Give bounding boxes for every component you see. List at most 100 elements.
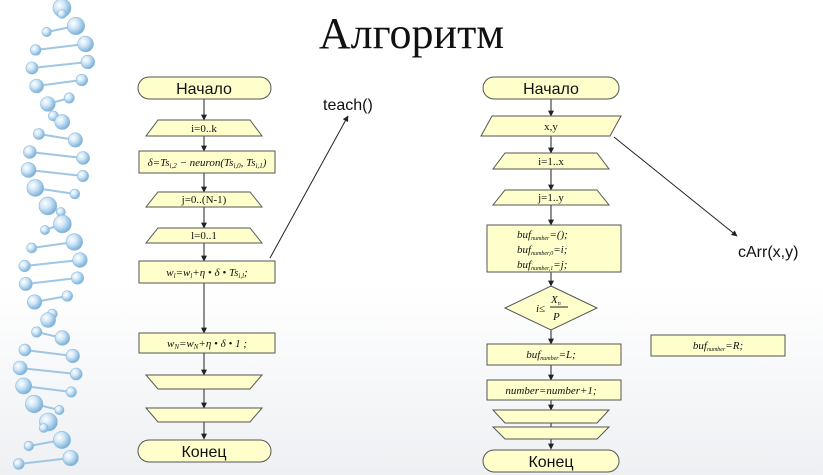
right-start-terminal	[482, 76, 620, 100]
right-buffer-R-formula: bufnumber=R;	[693, 340, 743, 353]
right-carr-arrow	[613, 136, 738, 237]
dna-bead	[62, 449, 79, 467]
left-loop-i-label: i=0..k	[191, 123, 217, 135]
dna-bead	[27, 294, 43, 310]
right-buffer-line-2: bufnumber,0=i;	[517, 244, 567, 257]
right-buffer-line-1: bufnumber=();	[517, 229, 568, 242]
dna-rung	[20, 367, 77, 375]
right-condition-numerator: Xn	[550, 294, 561, 307]
left-loop-end-1	[144, 374, 264, 390]
dna-rung	[28, 169, 84, 177]
right-start-label: Начало	[523, 81, 579, 98]
dna-bead	[23, 440, 34, 452]
dna-bead	[12, 360, 28, 376]
dna-rung	[29, 151, 84, 159]
dna-bead	[65, 233, 83, 251]
dna-bead	[65, 386, 77, 398]
dna-bead	[65, 348, 80, 364]
dna-bead	[54, 330, 70, 346]
dna-bead	[26, 242, 37, 254]
dna-bead	[38, 196, 58, 216]
right-flowchart: Начало x,y i=1..x j=1..y bufnumber=(); b…	[480, 76, 798, 473]
right-loop-j-shape	[491, 189, 611, 206]
left-flowchart: Начало i=0..k δ=Tsi,2 − neuron(Tsi,0, Ts…	[137, 76, 373, 463]
dna-bead	[61, 290, 73, 302]
left-update-w-formula: wl=wl+η • δ • Tsi,l;	[166, 267, 247, 280]
left-loop-l-label: l=0..1	[191, 230, 217, 242]
dna-rung	[24, 349, 73, 357]
left-end-label: Конец	[181, 444, 226, 461]
dna-bead	[31, 326, 43, 338]
dna-bead	[69, 188, 81, 200]
dna-bead	[20, 162, 37, 178]
dna-bead	[53, 431, 71, 449]
left-loop-l-shape	[144, 227, 264, 244]
dna-bead	[40, 96, 56, 112]
right-loop-end-2	[491, 426, 611, 440]
dna-bead	[76, 151, 90, 165]
dna-bead	[54, 405, 65, 415]
right-carr-label: cArr(x,y)	[738, 244, 798, 261]
right-loop-end-1	[491, 409, 611, 424]
dna-bead	[54, 114, 71, 130]
right-buffer-L-box	[486, 343, 622, 366]
left-loop-end-2	[144, 407, 264, 423]
dna-bead	[70, 271, 84, 285]
dna-bead	[18, 343, 32, 357]
dna-bead	[77, 170, 89, 182]
dna-bead	[38, 423, 49, 433]
dna-bead	[30, 44, 42, 56]
dna-bead	[53, 214, 72, 234]
left-end-terminal	[137, 439, 272, 463]
dna-rung	[35, 43, 86, 51]
left-delta-formula: δ=Tsi,2 − neuron(Tsi,0, Tsi,1)	[148, 157, 267, 170]
right-buffer-R-box	[650, 334, 786, 357]
right-number-increment-label: number=number+1;	[505, 385, 596, 397]
left-loop-j-label: j=0..(N-1)	[181, 194, 227, 206]
left-teach-arrow	[269, 115, 349, 259]
dna-bead	[67, 132, 83, 148]
dna-bead	[57, 9, 67, 19]
left-loop-j-shape	[144, 191, 264, 208]
left-update-wn-formula: wN=wN+η • δ • 1 ;	[167, 338, 247, 351]
right-loop-i-shape	[492, 152, 610, 170]
left-teach-label: teach()	[323, 97, 373, 114]
right-condition-lhs: i≤	[536, 303, 545, 315]
dna-bead	[33, 128, 45, 140]
dna-bead	[18, 277, 33, 291]
dna-rung	[36, 79, 83, 87]
right-number-increment-box	[486, 379, 622, 401]
dna-bead	[15, 377, 33, 395]
right-loop-j-label: j=1..y	[537, 192, 564, 204]
dna-bead	[40, 225, 50, 235]
dna-rung	[18, 457, 71, 465]
dna-bead	[25, 61, 39, 75]
dna-bead	[72, 252, 88, 268]
dna-bead	[63, 92, 75, 104]
dna-bead	[75, 73, 88, 87]
slide-title: Алгоритм	[318, 9, 505, 58]
right-loop-i-label: i=1..x	[538, 156, 564, 168]
right-condition-denominator: P	[552, 311, 560, 323]
dna-bead	[13, 458, 25, 470]
dna-bead	[69, 367, 83, 381]
left-delta-box	[138, 150, 276, 174]
right-buffer-line-3: bufnumber,1=j;	[517, 259, 567, 272]
dna-bead	[29, 78, 44, 94]
dna-bead	[66, 16, 85, 36]
dna-bead	[18, 259, 31, 273]
left-loop-i-shape	[145, 119, 263, 137]
right-buffer-L-formula: bufnumber=L;	[526, 349, 576, 362]
left-start-terminal	[137, 76, 272, 100]
right-condition-diamond	[503, 285, 599, 331]
left-update-w-box	[138, 260, 276, 284]
right-end-label: Конец	[528, 454, 573, 471]
dna-rung	[24, 259, 81, 267]
right-input-shape	[480, 115, 622, 137]
right-end-terminal	[482, 449, 620, 473]
right-input-label: x,y	[544, 121, 558, 133]
left-start-label: Начало	[176, 81, 232, 98]
dna-rung	[31, 61, 88, 69]
